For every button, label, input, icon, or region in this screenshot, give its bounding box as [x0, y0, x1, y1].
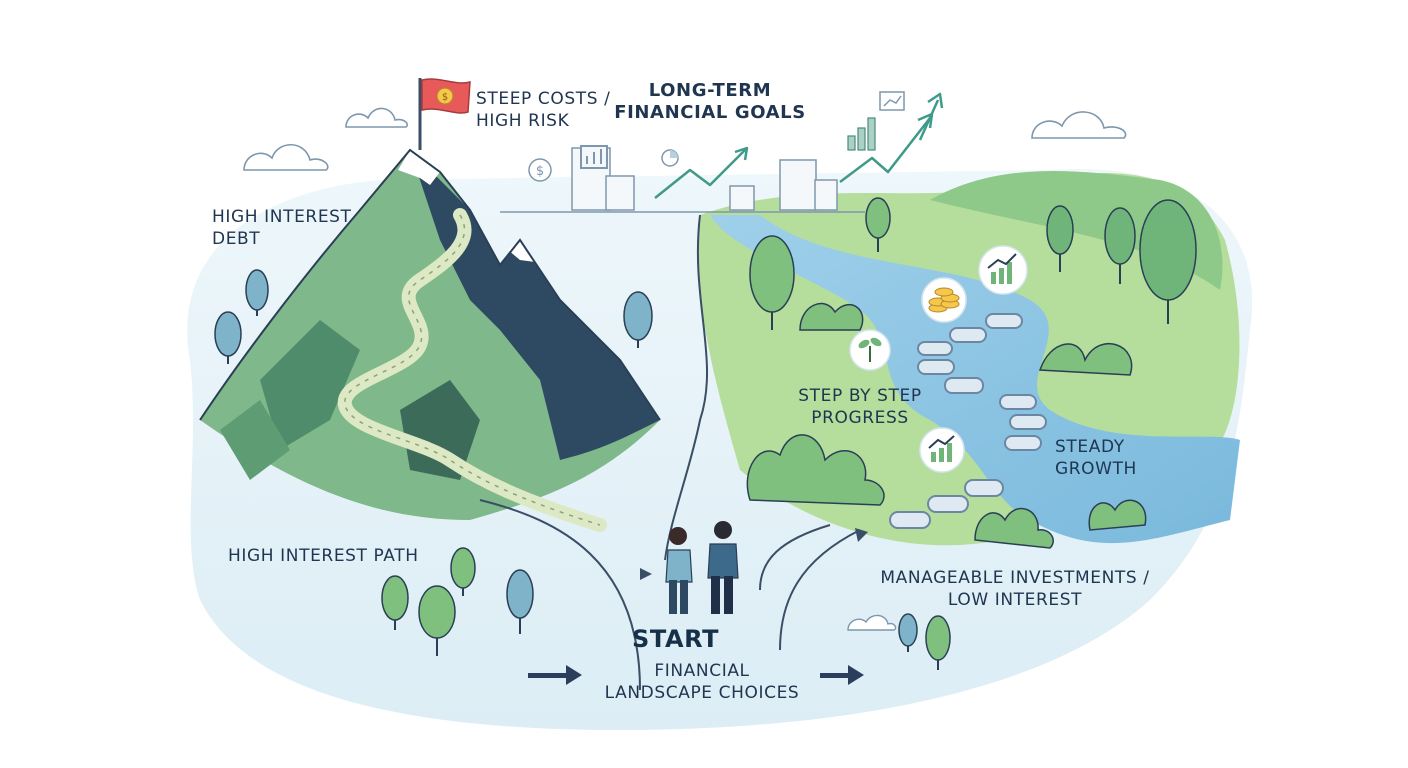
tree — [506, 569, 534, 634]
steep-costs-line1: STEEP COSTS / — [476, 89, 611, 109]
long-term-line2: FINANCIAL GOALS — [614, 102, 806, 123]
stone — [999, 394, 1037, 410]
stone — [1009, 414, 1047, 430]
arrow-bottom-right — [820, 665, 864, 685]
cloud — [345, 107, 409, 128]
bushes — [746, 302, 1147, 549]
mountain — [199, 148, 661, 520]
tree — [898, 613, 918, 652]
high-interest-path-text: HIGH INTEREST PATH — [228, 546, 419, 566]
financial-landscape-label: FINANCIAL LANDSCAPE CHOICES — [590, 660, 814, 704]
green-hill-top — [930, 171, 1223, 290]
bar-chart-icon — [879, 91, 905, 111]
steady-growth-line2: GROWTH — [1055, 459, 1137, 479]
start-label: START — [632, 625, 720, 653]
bar-chart-icon — [847, 117, 876, 151]
path-lines — [479, 214, 861, 691]
arrow-right-path — [855, 528, 868, 542]
arrow-left-path — [640, 568, 652, 580]
tree — [749, 235, 795, 330]
person-woman — [665, 527, 693, 614]
long-term-goals-label: LONG-TERM FINANCIAL GOALS — [605, 80, 815, 124]
tree — [925, 615, 951, 670]
svg-text:$: $ — [536, 164, 544, 179]
start-text: START — [632, 625, 720, 653]
trees — [214, 197, 1197, 670]
financial-landscape-line2: LANDSCAPE CHOICES — [604, 683, 800, 703]
high-interest-debt-label: HIGH INTEREST DEBT — [212, 206, 352, 250]
financial-landscape-line1: FINANCIAL — [654, 661, 750, 681]
cloud — [1031, 111, 1127, 139]
city-skyline — [500, 147, 865, 213]
manageable-investments-label: MANAGEABLE INVESTMENTS / LOW INTEREST — [870, 567, 1160, 611]
growth-chart-icon — [919, 427, 965, 473]
step-by-step-line2: PROGRESS — [811, 408, 909, 428]
trend-up-arrow-icon — [654, 92, 944, 199]
growth-chart-icon — [978, 245, 1028, 295]
stepping-stones — [889, 313, 1047, 529]
manageable-line2: LOW INTEREST — [947, 590, 1083, 610]
stone — [889, 511, 931, 529]
pie-chart-slice — [670, 150, 678, 158]
stone — [964, 479, 1004, 497]
tree — [381, 575, 409, 630]
step-by-step-label: STEP BY STEP PROGRESS — [770, 385, 950, 429]
long-term-line1: LONG-TERM — [648, 80, 772, 101]
person-man — [707, 521, 739, 614]
bar-chart-icon — [580, 145, 608, 169]
stone — [949, 327, 987, 343]
steady-growth-label: STEADY GROWTH — [1055, 436, 1137, 480]
step-by-step-line1: STEP BY STEP — [798, 386, 922, 406]
steep-costs-label: STEEP COSTS / HIGH RISK — [476, 88, 610, 132]
stone — [917, 359, 955, 375]
tree — [1104, 207, 1136, 284]
tree — [450, 547, 476, 596]
high-interest-path-label: HIGH INTEREST PATH — [228, 545, 419, 567]
svg-text:$: $ — [442, 92, 448, 103]
tree — [1046, 205, 1074, 272]
tree — [214, 311, 242, 364]
steady-growth-line1: STEADY — [1055, 437, 1125, 457]
stone — [917, 341, 953, 356]
stone — [927, 495, 969, 513]
tree — [1139, 199, 1197, 324]
cloud — [243, 144, 329, 171]
coins-stack-icon — [921, 277, 967, 323]
stone — [944, 377, 984, 394]
tree — [623, 291, 653, 348]
arrow-bottom-left — [528, 665, 582, 685]
tree — [245, 269, 269, 316]
high-interest-debt-line2: DEBT — [212, 229, 261, 249]
high-interest-debt-line1: HIGH INTEREST — [212, 207, 352, 227]
steep-costs-line2: HIGH RISK — [476, 111, 570, 131]
seedling-icon — [849, 329, 891, 371]
flag-coin-icon: $ — [418, 78, 471, 150]
dollar-coin-icon: $ — [528, 158, 552, 182]
stone — [985, 313, 1023, 329]
stone — [1004, 435, 1042, 451]
cloud — [847, 614, 897, 631]
manageable-line1: MANAGEABLE INVESTMENTS / — [880, 568, 1150, 588]
tree — [865, 197, 891, 252]
tree — [418, 585, 456, 656]
